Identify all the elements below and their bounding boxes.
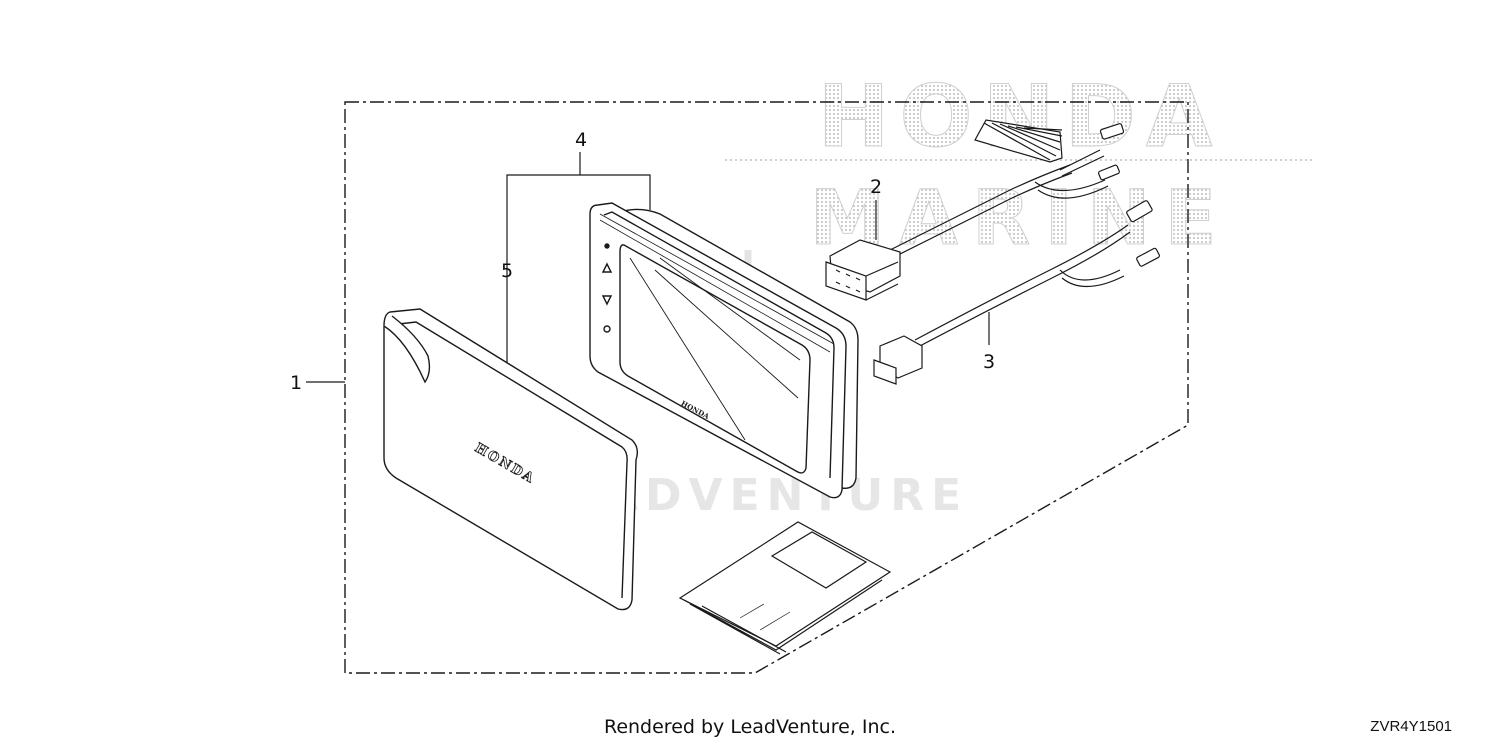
callout-2: 2	[870, 176, 882, 198]
down-arrow-icon	[601, 295, 613, 306]
credit-footer: Rendered by LeadVenture, Inc.	[603, 716, 897, 738]
callout-5: 5	[501, 260, 513, 282]
callout-3: 3	[983, 351, 995, 373]
document-packet	[678, 521, 892, 655]
protective-cover: HONDA	[383, 308, 639, 611]
harness-connector	[825, 239, 901, 301]
watermark-brand-line2: MARINE	[810, 173, 1231, 262]
leader-lines	[306, 152, 990, 383]
sub-harness	[873, 200, 1161, 385]
watermark-brand-line1: HONDA	[817, 67, 1222, 167]
screen-glare	[629, 257, 801, 441]
sub-harness-terminal	[1136, 247, 1161, 267]
up-arrow-icon	[601, 262, 613, 273]
callout-1: 1	[290, 372, 302, 394]
harness-wire-bundle	[974, 119, 1063, 163]
kit-boundary	[344, 101, 1189, 674]
display-unit: HONDA	[589, 202, 859, 499]
diagram-code: ZVR4Y1501	[1370, 718, 1452, 735]
menu-button-icon	[603, 325, 611, 333]
sub-harness-terminal	[1126, 200, 1153, 223]
callout-4: 4	[575, 129, 587, 151]
power-indicator-icon	[604, 243, 610, 249]
main-harness	[825, 119, 1125, 301]
sub-harness-connector	[873, 335, 923, 385]
harness-terminal	[1098, 164, 1120, 181]
honda-marine-watermark: HONDA MARINE	[725, 67, 1315, 263]
harness-terminal	[1099, 123, 1125, 140]
